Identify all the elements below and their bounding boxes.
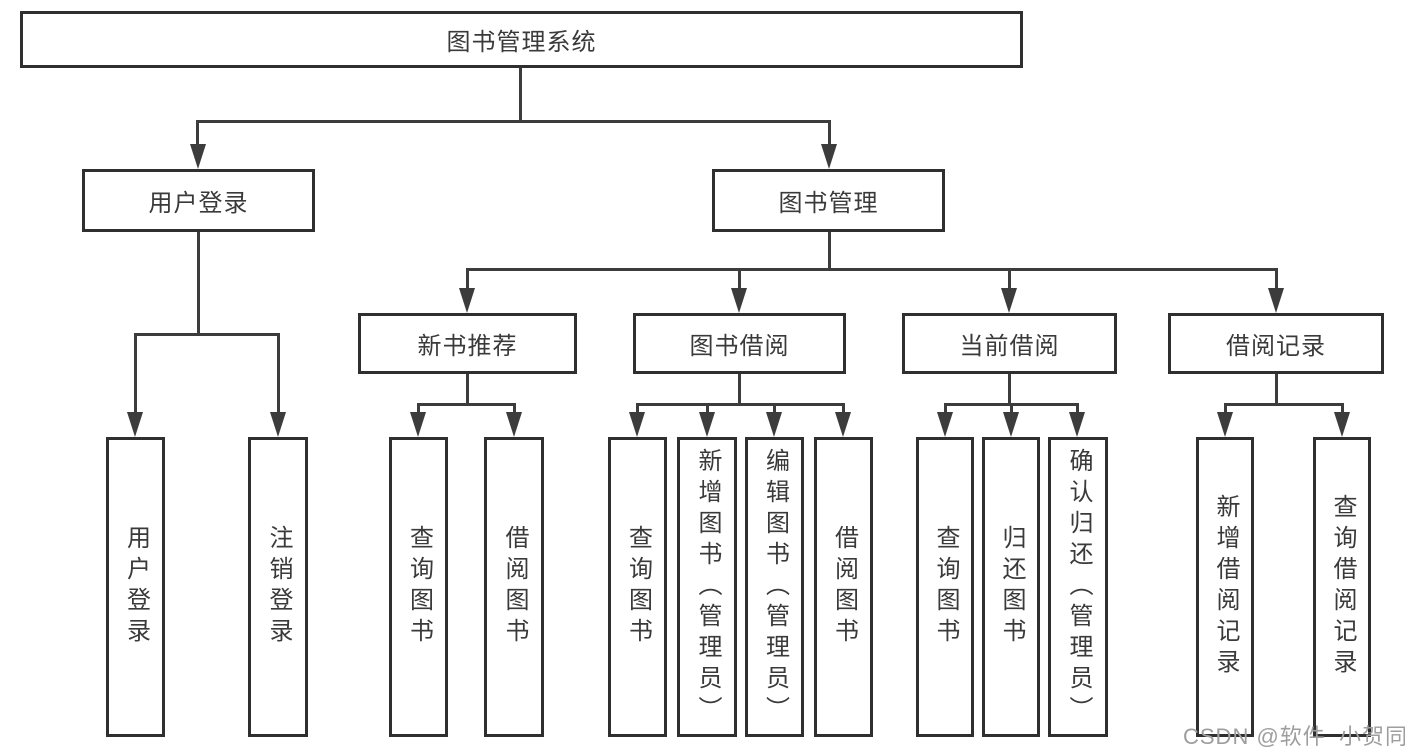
leaf-label: 新增借阅记录 [1212, 494, 1239, 680]
arrow-down-icon [1003, 412, 1019, 437]
connector-line [828, 232, 831, 271]
connector-line [197, 120, 831, 123]
arrow-down-icon [410, 412, 426, 437]
node-label: 新书推荐 [417, 333, 518, 360]
leaf-confirm-return-admin: 确认归还（管理员） [1048, 437, 1108, 737]
node-current-borrowing: 当前借阅 [902, 313, 1117, 374]
node-label: 图书管理 [778, 190, 879, 217]
arrow-down-icon [1268, 288, 1284, 313]
csdn-watermark: CSDN @软件_小贺同学 [1183, 724, 1405, 747]
node-label: 借阅记录 [1226, 333, 1326, 360]
connector-line [1224, 403, 1344, 406]
connector-line [196, 120, 199, 148]
leaf-query-books-recommend: 查询图书 [389, 437, 448, 737]
arrow-down-icon [190, 144, 206, 169]
leaf-label: 查询借阅记录 [1329, 494, 1356, 680]
arrow-down-icon [766, 412, 782, 437]
leaf-edit-books-admin: 编辑图书（管理员） [745, 437, 804, 737]
node-borrowing-records: 借阅记录 [1168, 313, 1384, 374]
leaf-label: 注销登录 [265, 525, 292, 649]
arrow-down-icon [937, 412, 953, 437]
connector-line [1008, 374, 1011, 406]
connector-line [466, 268, 1278, 271]
arrow-down-icon [506, 412, 522, 437]
arrow-down-icon [270, 412, 286, 437]
leaf-label: 新增图书（管理员） [694, 447, 721, 727]
leaf-label: 借阅图书 [830, 525, 858, 649]
connector-line [706, 403, 709, 415]
arrow-down-icon [835, 412, 851, 437]
leaf-label: 查询图书 [624, 525, 652, 649]
connector-line [197, 232, 200, 336]
arrow-down-icon [731, 288, 747, 313]
node-label: 用户登录 [148, 190, 249, 217]
leaf-query-borrow-record: 查询借阅记录 [1313, 437, 1371, 737]
connector-line [134, 333, 280, 336]
connector-line [519, 68, 522, 121]
connector-line [1076, 403, 1079, 415]
arrow-down-icon [459, 288, 475, 313]
connector-line [513, 403, 516, 415]
arrow-down-icon [629, 412, 645, 437]
node-user-login: 用户登录 [82, 169, 315, 232]
connector-line [1275, 374, 1278, 406]
arrow-down-icon [699, 412, 715, 437]
arrow-down-icon [821, 144, 837, 169]
leaf-label: 查询图书 [932, 525, 959, 649]
connector-line [636, 403, 639, 415]
leaf-add-borrow-record: 新增借阅记录 [1196, 437, 1254, 737]
connector-line [1010, 403, 1013, 415]
connector-line [417, 403, 420, 415]
arrow-down-icon [1217, 412, 1233, 437]
leaf-label: 编辑图书（管理员） [761, 447, 789, 727]
connector-line [842, 403, 845, 415]
node-label: 图书管理系统 [446, 29, 597, 56]
node-book-borrowing: 图书借阅 [633, 313, 846, 374]
leaf-query-books-current: 查询图书 [916, 437, 974, 737]
node-label: 图书借阅 [689, 333, 790, 360]
connector-line [466, 268, 469, 292]
node-new-book-recommend: 新书推荐 [358, 313, 577, 374]
leaf-query-books-borrow: 查询图书 [608, 437, 667, 737]
node-label: 当前借阅 [959, 333, 1060, 360]
connector-line [1341, 403, 1344, 415]
arrow-down-icon [1001, 288, 1017, 313]
connector-line [738, 268, 741, 292]
leaf-borrow-books-recommend: 借阅图书 [484, 437, 544, 737]
connector-line [944, 403, 947, 415]
connector-line [1008, 268, 1011, 292]
connector-line [773, 403, 776, 415]
connector-line [134, 333, 137, 414]
connector-line [738, 374, 741, 406]
leaf-add-books-admin: 新增图书（管理员） [677, 437, 737, 737]
connector-line [828, 120, 831, 148]
leaf-label: 借阅图书 [501, 525, 528, 649]
connector-line [466, 374, 469, 406]
leaf-return-books: 归还图书 [982, 437, 1040, 737]
connector-line [277, 333, 280, 414]
arrow-down-icon [127, 412, 143, 437]
node-book-management: 图书管理 [712, 169, 945, 232]
leaf-label: 归还图书 [998, 525, 1025, 649]
leaf-label: 用户登录 [122, 525, 150, 649]
leaf-user-login: 用户登录 [106, 437, 165, 737]
connector-line [636, 403, 845, 406]
connector-line [417, 403, 516, 406]
leaf-label: 确认归还（管理员） [1065, 447, 1092, 727]
arrow-down-icon [1334, 412, 1350, 437]
node-library-system: 图书管理系统 [20, 11, 1023, 68]
connector-line [1224, 403, 1227, 415]
connector-line [1275, 268, 1278, 292]
leaf-logout: 注销登录 [248, 437, 308, 737]
leaf-borrow-books: 借阅图书 [814, 437, 873, 737]
leaf-label: 查询图书 [405, 525, 433, 649]
arrow-down-icon [1069, 412, 1085, 437]
